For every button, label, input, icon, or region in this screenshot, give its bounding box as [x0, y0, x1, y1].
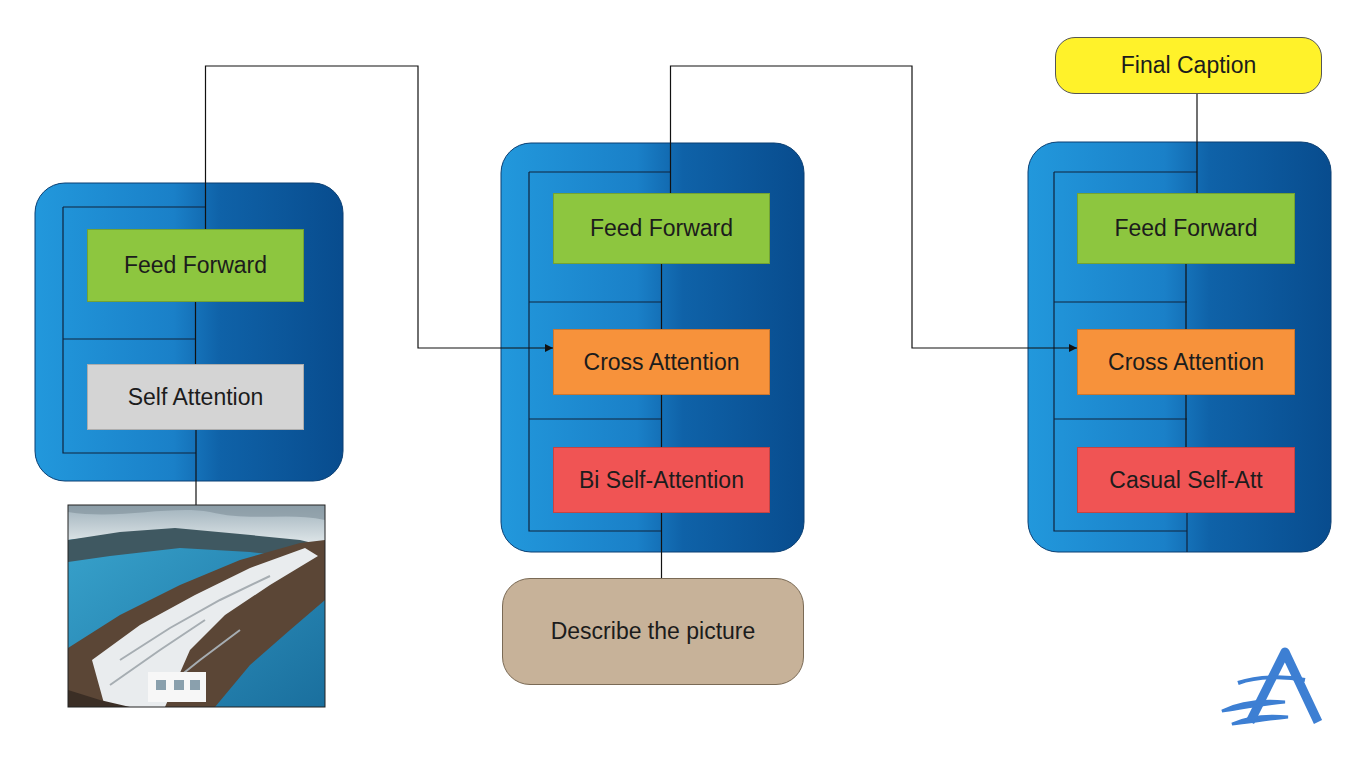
photo-village: [92, 548, 318, 707]
box-label: Final Caption: [1121, 52, 1257, 78]
connector-line: [661, 395, 662, 447]
photo-cliff: [68, 540, 325, 707]
logo-swoosh: [1222, 701, 1285, 711]
self-attention-box: Self Attention: [87, 364, 304, 430]
self-attention-box: Bi Self-Attention: [553, 447, 770, 513]
self-attention-box: Casual Self-Att: [1077, 447, 1295, 513]
box-label: Cross Attention: [584, 349, 740, 375]
connector-line: [195, 302, 196, 364]
photo-frame: [68, 505, 325, 707]
image-input-line: [195, 430, 196, 505]
decoder-block: [1028, 142, 1331, 552]
photo-clouds: [68, 505, 325, 520]
box-label: Casual Self-Att: [1109, 467, 1262, 493]
feed-forward-box: Feed Forward: [1077, 193, 1295, 264]
photo-window: [190, 680, 200, 690]
connector-line: [661, 513, 662, 578]
box-label: Feed Forward: [124, 252, 267, 278]
photo-sea: [68, 505, 325, 707]
cross-attention-box: Cross Attention: [553, 329, 770, 395]
cross-attention-box: Cross Attention: [1077, 329, 1295, 395]
box-label: Describe the picture: [551, 618, 756, 644]
photo-village-shadows: [110, 576, 270, 700]
feed-forward-box: Feed Forward: [87, 229, 304, 302]
photo-window: [174, 680, 184, 690]
photo-rock: [68, 690, 130, 707]
box-label: Bi Self-Attention: [579, 467, 744, 493]
photo-illustration: [68, 505, 325, 707]
connector-line: [1196, 94, 1197, 193]
box-label: Self Attention: [128, 384, 264, 410]
photo-window: [156, 680, 166, 690]
box-label: Feed Forward: [1114, 215, 1257, 241]
logo-letter: [1250, 652, 1318, 722]
connector-line: [1185, 395, 1186, 447]
box-label: Cross Attention: [1108, 349, 1264, 375]
feed-forward-box: Feed Forward: [553, 193, 770, 264]
encoder-block: [35, 183, 343, 481]
logo-swoosh: [1232, 716, 1288, 724]
logo: [1222, 652, 1318, 724]
prompt-box: Describe the picture: [502, 578, 804, 685]
photo-building: [148, 672, 206, 702]
connector-arrow: [206, 66, 554, 348]
logo-swoosh: [1238, 677, 1305, 683]
connector-line: [1185, 264, 1186, 329]
output-box: Final Caption: [1055, 37, 1322, 94]
connector-line: [661, 264, 662, 329]
stub-line: [1186, 513, 1187, 552]
box-label: Feed Forward: [590, 215, 733, 241]
